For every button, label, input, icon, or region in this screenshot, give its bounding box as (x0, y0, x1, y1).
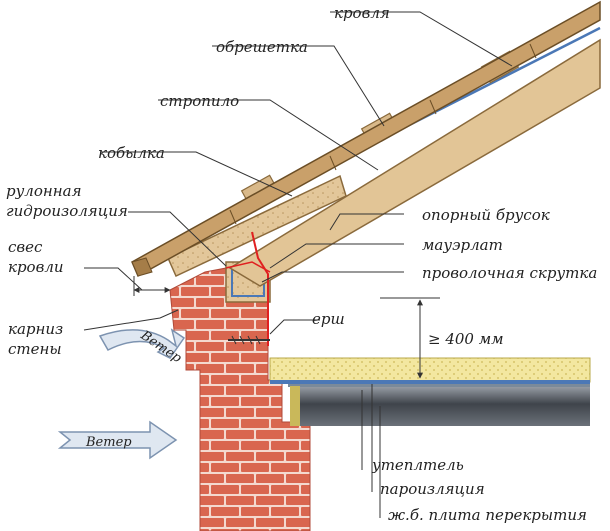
label-wire-twist: проволочная скрутка (422, 264, 597, 282)
label-cornice-2: стены (8, 340, 62, 358)
label-roof: кровля (334, 4, 390, 22)
label-cornice-1: карниз (8, 320, 63, 338)
label-overhang-2: кровли (8, 258, 64, 276)
ruff-anchor (228, 335, 270, 345)
label-slab: ж.б. плита перекрытия (388, 506, 587, 524)
label-battens: обрешетка (216, 38, 308, 56)
wind-arrow-upper (98, 328, 186, 359)
insulation-layer (269, 357, 591, 384)
roof-covering (131, 0, 601, 278)
floor-slab (288, 382, 590, 426)
label-overhang-1: свес (8, 238, 43, 256)
height-dimension (380, 297, 440, 379)
leader-lines (83, 11, 513, 518)
label-ruff: ерш (312, 310, 345, 328)
label-roll-waterproofing-1: рулонная (6, 182, 82, 200)
label-vapor-barrier: пароизляция (380, 480, 485, 498)
label-min-gap: ≥ 400 мм (428, 330, 504, 348)
wire-twist (225, 231, 271, 346)
label-support-beam: опорный брусок (422, 206, 550, 224)
overhang-dimension (133, 276, 171, 296)
label-filly: кобылка (98, 144, 165, 162)
brick-wall (169, 267, 311, 531)
label-roll-waterproofing-2: гидроизоляция (6, 202, 128, 220)
rafter (228, 38, 601, 287)
label-rafter: стропило (160, 92, 239, 110)
label-insulation: утеплтель (371, 456, 464, 474)
wind-arrow-lower (57, 420, 178, 460)
label-mauerlat: мауэрлат (422, 236, 503, 254)
filly (167, 174, 347, 278)
label-wind-lower: Ветер (85, 435, 132, 450)
